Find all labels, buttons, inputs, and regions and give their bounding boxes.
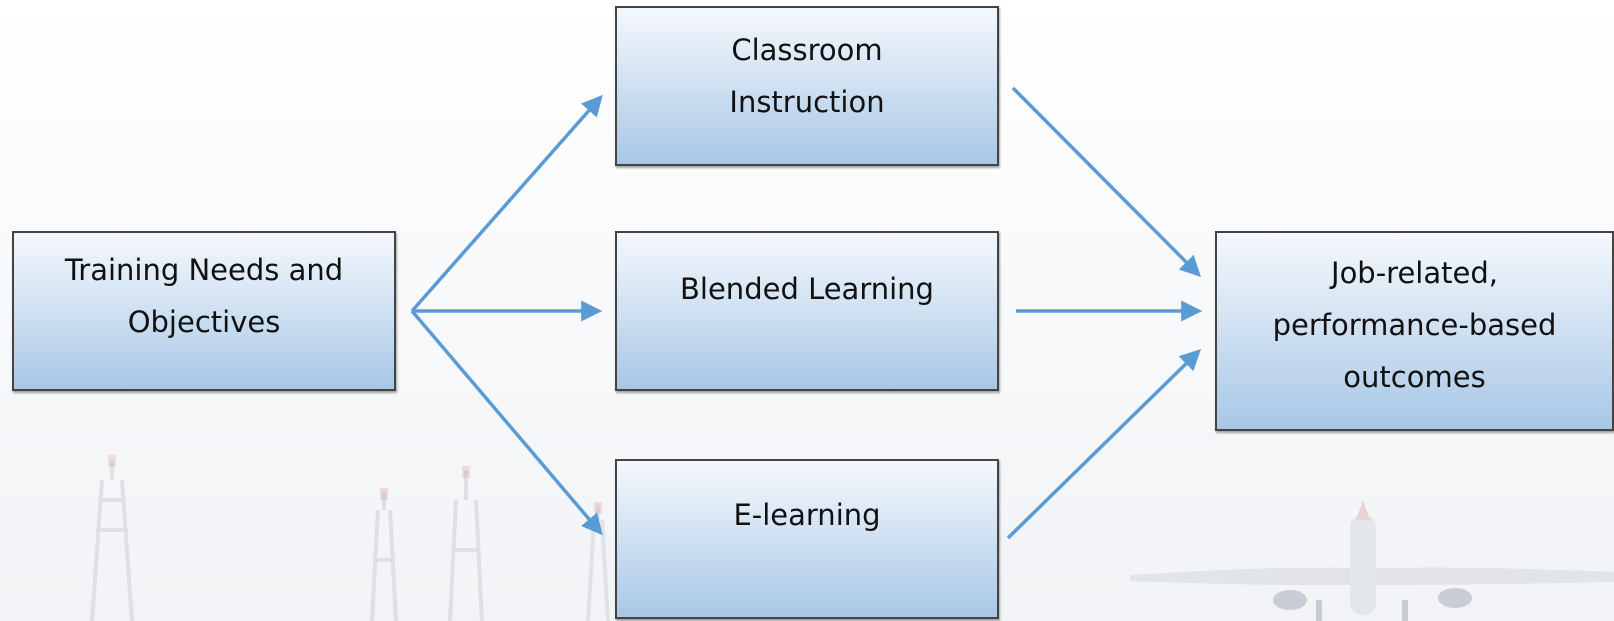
pylon-icon — [448, 470, 484, 621]
node-label-line: Objectives — [127, 305, 281, 339]
pylon-icon — [370, 492, 398, 621]
arrow-training-to-elearning — [410, 309, 603, 536]
pylon-icon — [90, 460, 134, 621]
node-label-line: Training Needs and — [64, 253, 344, 287]
node-job-outcomes: Job-related, performance-based outcomes — [1215, 231, 1614, 431]
node-blended-learning-label: Blended Learning — [617, 263, 997, 315]
arrow-training-to-classroom — [410, 94, 603, 313]
node-e-learning-label: E-learning — [617, 489, 997, 541]
node-label-line: Instruction — [729, 85, 885, 119]
arrow-classroom-to-outcomes — [1011, 86, 1201, 277]
node-label-line: Blended Learning — [680, 272, 934, 306]
node-blended-learning: Blended Learning — [615, 231, 999, 391]
arrow-elearning-to-outcomes — [1006, 349, 1202, 540]
node-classroom-instruction-label: Classroom Instruction — [617, 24, 997, 128]
node-label-line: E-learning — [733, 498, 881, 532]
node-e-learning: E-learning — [615, 459, 999, 619]
node-label-line: outcomes — [1343, 360, 1486, 394]
node-job-outcomes-label: Job-related, performance-based outcomes — [1217, 247, 1612, 403]
airplane-icon — [1130, 500, 1614, 621]
node-label-line: Job-related, — [1331, 256, 1498, 290]
node-training-needs: Training Needs and Objectives — [12, 231, 396, 391]
node-label-line: performance-based — [1272, 308, 1557, 342]
node-label-line: Classroom — [731, 33, 883, 67]
node-training-needs-label: Training Needs and Objectives — [14, 244, 394, 348]
node-classroom-instruction: Classroom Instruction — [615, 6, 999, 166]
